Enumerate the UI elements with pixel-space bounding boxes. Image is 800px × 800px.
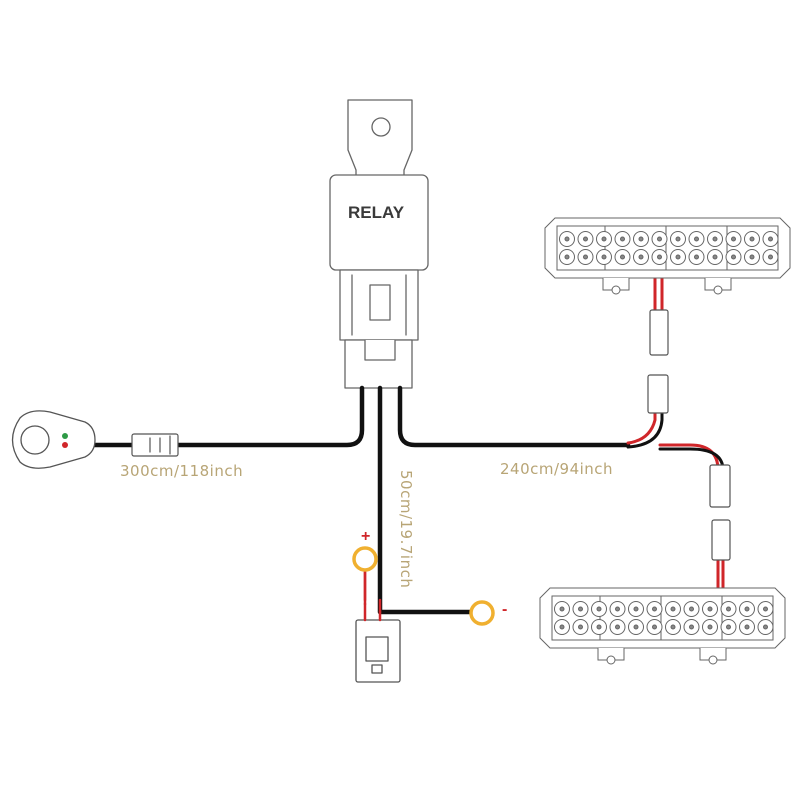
- negative-ring-terminal: [469, 600, 495, 626]
- relay-mount-hole: [371, 117, 391, 137]
- light-bars: [539, 217, 791, 665]
- battery-wire-length: 50cm/19.7inch: [397, 470, 415, 589]
- relay-mount-tab: [347, 99, 413, 181]
- fuse-holder: [355, 619, 401, 683]
- switch-led-red: [62, 442, 68, 448]
- relay: [329, 99, 429, 389]
- relay-label: RELAY: [348, 203, 405, 222]
- lower-male-connector: [711, 519, 731, 561]
- wire-to-battery: [377, 385, 473, 615]
- lower-light-bar: [539, 587, 786, 665]
- wire-to-lightbars: [397, 385, 631, 448]
- upper-light-bar: [544, 217, 791, 295]
- negative-sign: -: [502, 601, 508, 618]
- switch: [11, 410, 96, 469]
- upper-male-connector: [649, 309, 669, 356]
- upper-female-connector: [647, 374, 669, 414]
- lightbar-harness: [626, 276, 725, 592]
- lightbar-wire-length: 240cm/94inch: [500, 460, 614, 478]
- switch-led-green: [62, 433, 68, 439]
- positive-ring-terminal: [352, 546, 378, 572]
- switch-connector: [131, 433, 179, 457]
- lower-female-connector: [709, 464, 731, 508]
- switch-wire-length: 300cm/118inch: [120, 462, 244, 480]
- positive-sign: +: [361, 528, 371, 545]
